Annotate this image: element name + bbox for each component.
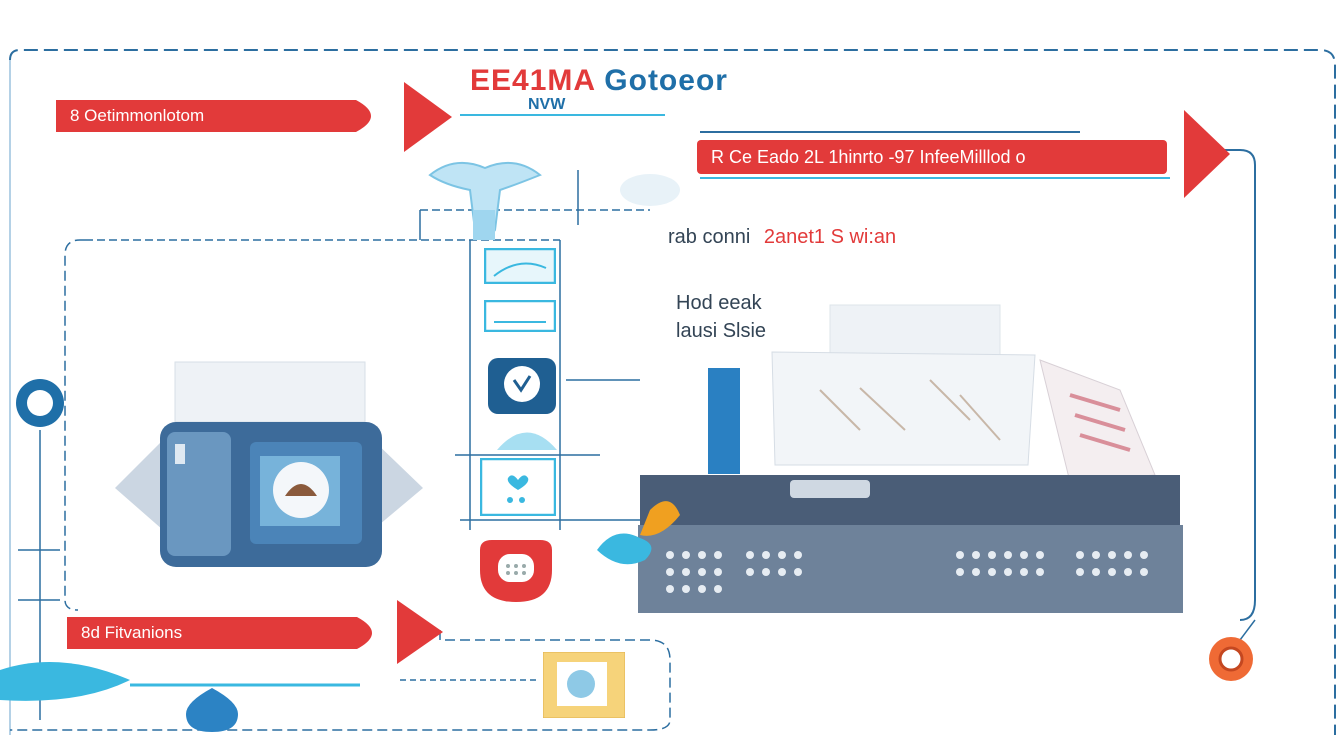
arrow-bottom-left [397,600,443,664]
water-splash-small-icon [597,533,652,565]
server-device-icon [638,304,1183,613]
banner-top-left-shape [56,100,371,132]
page-subtitle: NVW [528,96,566,113]
title-blue-part: Gotoeor [604,64,728,97]
title-red-part: EE41MA [470,64,595,97]
note-line1-b: 2anet1 S wi:an [763,226,897,248]
banner-bottom-left-shape [67,617,372,649]
page-title: EE41MA Gotoeor [470,64,728,98]
step-box-icon[interactable] [484,248,556,284]
pin-icon [16,379,64,427]
ribbon-icon [497,432,557,450]
banner-top-right-shape [697,140,1167,174]
water-splash-icon [620,174,680,206]
heart-box-icon[interactable] [480,458,556,516]
note-line2: Hod eeak [676,292,762,314]
banner-top-right-label: R Ce Eado 2L 1hinrto -97 InfeeMilllod o [711,146,1026,167]
step-box-icon-2[interactable] [484,300,556,332]
note-line1-a: rab conni [668,226,751,248]
speaker-icon[interactable] [480,540,552,602]
ring-icon [1209,637,1253,681]
water-funnel-icon [428,161,542,240]
arrow-top-right [1184,110,1230,198]
banner-bottom-left: 8d Fitvanions [67,617,387,649]
arrow-top-left [404,82,452,152]
banner-top-left-label: 8 Oetimmonlotom [70,106,205,125]
banner-top-left: 8 Oetimmonlotom [56,100,386,132]
drop-icon [186,688,238,732]
water-wave-icon [0,662,130,701]
banner-top-right: R Ce Eado 2L 1hinrto -97 InfeeMilllod o [697,140,1177,174]
camera-device-icon [115,361,423,567]
note-line3: lausi Slsie [676,320,767,342]
check-badge-icon[interactable] [488,358,556,414]
banner-bottom-left-label: 8d Fitvanions [81,623,183,642]
note-line1: rab conni 2anet1 S wi:an [668,226,896,249]
document-icon[interactable] [543,652,625,718]
